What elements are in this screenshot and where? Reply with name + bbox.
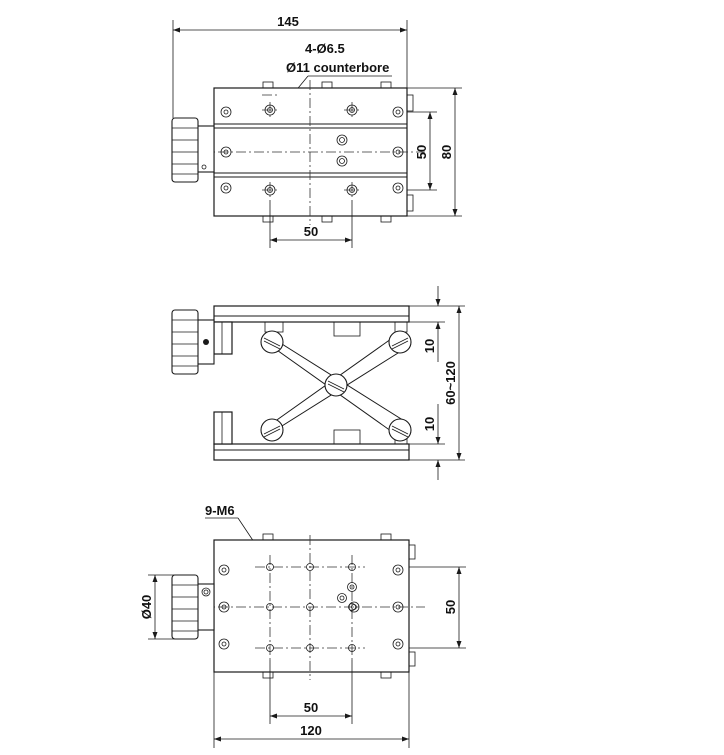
knob-diameter-label: Ø40 bbox=[139, 595, 154, 620]
top-width-dimension-label: 145 bbox=[277, 14, 299, 29]
bottom-plate bbox=[213, 539, 410, 673]
hole-callout-label: 4-Ø6.5 bbox=[305, 41, 345, 56]
top-plate-height-label: 80 bbox=[439, 145, 454, 159]
top-view: 145 4-Ø6.5 Ø11 counterbore bbox=[171, 14, 462, 248]
top-hole-spacing-y-label: 50 bbox=[414, 145, 429, 159]
counterbore-callout-label: Ø11 counterbore bbox=[286, 60, 389, 75]
bottom-hole-spacing-y-label: 50 bbox=[443, 600, 458, 614]
bottom-plate-width-label: 120 bbox=[300, 723, 322, 738]
top-hole-spacing-x-label: 50 bbox=[304, 224, 318, 239]
bottom-hole-spacing-x-label: 50 bbox=[304, 700, 318, 715]
side-view: 10 10 60~120 bbox=[171, 286, 465, 480]
side-height-range-label: 60~120 bbox=[443, 361, 458, 405]
side-upper-offset-label: 10 bbox=[422, 339, 437, 353]
side-lower-offset-label: 10 bbox=[422, 417, 437, 431]
bottom-view: 9-M6 bbox=[139, 503, 466, 748]
thread-callout-label: 9-M6 bbox=[205, 503, 235, 518]
